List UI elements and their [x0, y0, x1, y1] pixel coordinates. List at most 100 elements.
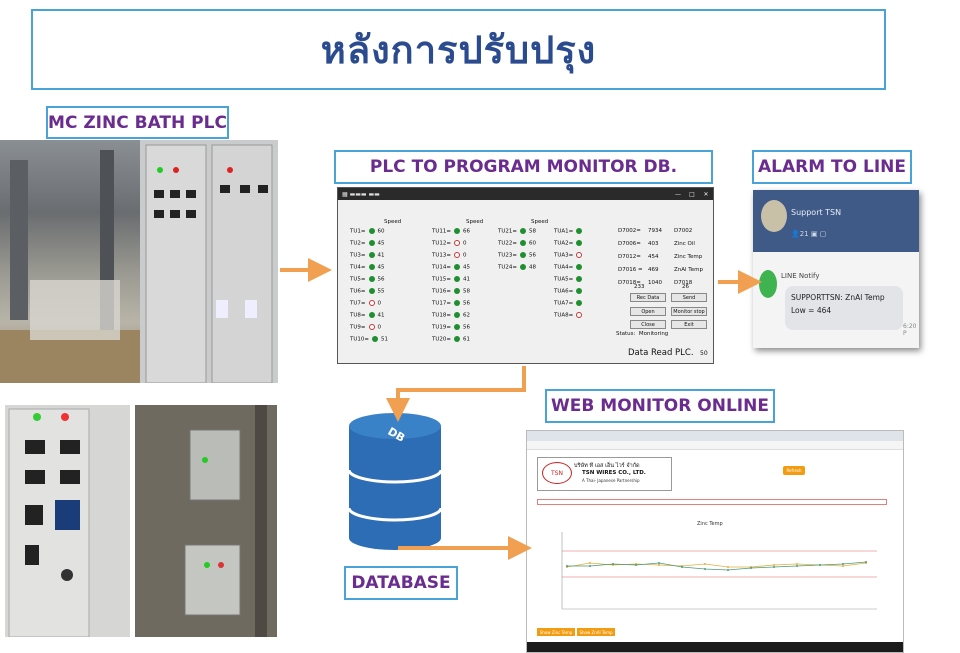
close-icon[interactable]: ✕ [703, 190, 709, 198]
plc-button-close[interactable]: Close [630, 320, 666, 329]
plc-signal-row: TU9=0 [350, 324, 381, 331]
plc-signal-row: TU5=56 [350, 276, 385, 283]
signal-name: TUA7= [554, 300, 574, 307]
plc-signal-row: TU13= 0 [432, 252, 467, 259]
series-b-line-point [727, 569, 729, 571]
show-zinc-temp-button[interactable]: Show Zinc Temp [537, 628, 575, 636]
status-on-icon [368, 228, 375, 234]
browser-tabs [527, 431, 903, 441]
plc-signal-row: TU22=60 [498, 240, 536, 247]
label-plc: MC ZINC BATH PLC [46, 106, 229, 139]
signal-name: TU23= [498, 252, 517, 259]
speed-value: 60 [377, 228, 385, 235]
extra-value: 233 [634, 284, 645, 290]
plc-signal-row: TU2=45 [350, 240, 385, 247]
status-on-icon [454, 312, 460, 318]
plc-signal-row: TUA6= [554, 288, 585, 295]
plc-signal-row: TUA4= [554, 264, 585, 271]
series-a-line-point [658, 564, 660, 566]
status-on-icon [520, 240, 526, 246]
plc-signal-row: TUA1= [554, 228, 585, 235]
footer-count: 50 [700, 350, 708, 357]
company-thai: บริษัท ที เอส เอ็น ไวร์ จำกัด [574, 463, 640, 469]
reading-addr: D7006= [618, 241, 641, 247]
speed-value: 45 [377, 264, 385, 271]
browser-address-bar[interactable] [527, 441, 903, 450]
title-box: หลังการปรับปรุง [31, 9, 886, 90]
status-off-icon [576, 252, 583, 258]
plc-signal-row: TU7=0 [350, 300, 381, 307]
status-on-icon [454, 300, 460, 306]
company-tagline: A Thai- Japanese Partnership [582, 478, 640, 483]
signal-name: TU2= [350, 240, 366, 247]
junction-box-photo [135, 405, 277, 637]
status-on-icon [576, 264, 583, 270]
group-name: Support TSN [791, 208, 842, 217]
web-monitor-browser: TSN บริษัท ที เอส เอ็น ไวร์ จำกัด TSN WI… [526, 430, 904, 653]
status-on-icon [520, 264, 526, 270]
signal-name: TU16= [432, 288, 451, 295]
plc-button-open[interactable]: Open [630, 307, 666, 316]
signal-name: TU13= [432, 252, 451, 259]
speed-value: 41 [377, 252, 385, 259]
speed-value: 41 [377, 312, 385, 319]
speed-value: 56 [463, 300, 470, 307]
series-b-line [567, 561, 867, 571]
plc-signal-row: TU14=45 [432, 264, 470, 271]
plc-signal-row: TU18=62 [432, 312, 470, 319]
line-alarm-panel: Support TSN 👤21 ▣ ▢ LINE Notify SUPPORTT… [753, 190, 919, 348]
signal-name: TU11= [432, 228, 451, 235]
series-b-line-point [681, 566, 683, 568]
series-b-line-point [704, 568, 706, 570]
signal-name: TU6= [350, 288, 366, 295]
extra-value: 26 [682, 284, 689, 290]
plc-signal-row: TUA5= [554, 276, 585, 283]
reading-tag: Zinc Temp [674, 254, 703, 260]
series-b-line-point [566, 565, 568, 567]
status-on-icon [576, 276, 583, 282]
reading-v: 7934 [648, 228, 662, 234]
signal-name: TU3= [350, 252, 366, 259]
line-notify-icon [759, 270, 777, 298]
series-b-line-point [865, 561, 867, 563]
panel-photo [140, 140, 278, 383]
series-a-line-point [773, 564, 775, 566]
message-time: 6:20 P [903, 323, 917, 337]
speed-header: Speed [384, 219, 402, 225]
refresh-button[interactable]: Refresh [783, 466, 805, 475]
status-on-icon [368, 264, 375, 270]
database-icon: DB [347, 413, 443, 550]
member-count: 👤21 ▣ ▢ [791, 230, 827, 238]
label-database: DATABASE [344, 566, 458, 600]
group-avatar [761, 200, 787, 232]
status-on-icon [368, 276, 375, 282]
maximize-icon[interactable]: □ [689, 190, 695, 198]
status-on-icon [372, 336, 378, 342]
speed-value: 51 [381, 336, 388, 343]
status-on-icon [520, 252, 526, 258]
plc-signal-row: TU21=58 [498, 228, 536, 235]
speed-value: 58 [529, 228, 536, 235]
plc-button-rec-data[interactable]: Rec Data [630, 293, 666, 302]
plc-signal-row: TU4=45 [350, 264, 385, 271]
signal-name: TUA3= [554, 252, 574, 259]
plc-signal-row: TUA7= [554, 300, 585, 307]
plc-button-send[interactable]: Send [671, 293, 707, 302]
show-znal-temp-button[interactable]: Show ZnAl Temp [577, 628, 615, 636]
plc-signal-row: TUA3= [554, 252, 585, 259]
label-program: PLC TO PROGRAM MONITOR DB. [334, 150, 713, 184]
minimize-icon[interactable]: — [675, 190, 681, 198]
status-on-icon [368, 252, 375, 258]
status-on-icon [520, 228, 526, 234]
plc-button-exit[interactable]: Exit [671, 320, 707, 329]
line-group-header: Support TSN 👤21 ▣ ▢ [753, 190, 919, 252]
signal-name: TUA6= [554, 288, 574, 295]
speed-value: 0 [377, 300, 382, 307]
speed-value: 0 [463, 252, 467, 259]
notify-name: LINE Notify [781, 272, 820, 280]
signal-name: TU17= [432, 300, 451, 307]
status-on-icon [576, 240, 583, 246]
plc-button-monitor-stop[interactable]: Monitor stop [671, 307, 707, 316]
status-off-icon [368, 324, 375, 330]
